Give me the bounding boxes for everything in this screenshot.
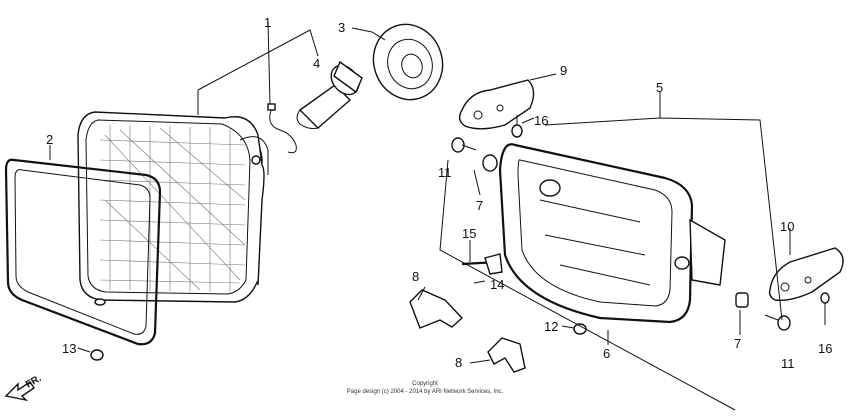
callout-7: 7 (476, 198, 483, 213)
callout-5: 5 (656, 80, 663, 95)
headlight-rim (4, 158, 162, 346)
callout-9: 9 (560, 63, 567, 78)
wire-clip (267, 103, 276, 111)
headlight-case (498, 143, 726, 324)
direction-label: FR. (24, 373, 44, 391)
mount-plate-right (768, 247, 844, 302)
copyright-line-1: Copyright (412, 381, 438, 387)
plate-hole (804, 276, 812, 284)
plate-hole (780, 282, 790, 292)
callout-12: 12 (544, 319, 558, 334)
callout-1: 1 (264, 15, 271, 30)
callout-11: 11 (438, 165, 452, 180)
wire-harness (269, 107, 297, 154)
plate-hole (473, 110, 483, 120)
socket-cover (372, 23, 444, 101)
callout-8: 8 (455, 355, 462, 370)
callout-16: 16 (818, 341, 832, 356)
callout-10: 10 (780, 219, 794, 234)
callout-14: 14 (490, 277, 504, 292)
callout-16: 16 (534, 113, 548, 128)
callout-15: 15 (462, 226, 476, 241)
leader-lines (49, 21, 791, 411)
callout-13: 13 (62, 341, 76, 356)
small-parts (90, 115, 830, 373)
bulb (296, 60, 363, 129)
mount-plate-left (458, 79, 535, 130)
front-direction-arrow: FR. (4, 373, 44, 402)
callout-8: 8 (412, 269, 419, 284)
callout-11: 11 (781, 356, 795, 371)
callout-4: 4 (313, 56, 320, 71)
callout-3: 3 (338, 20, 345, 35)
callout-labels: 1 2 3 4 5 6 7 7 8 8 9 10 11 11 12 13 14 … (46, 15, 832, 371)
copyright-line-2: Page design (c) 2004 - 2014 by ARI Netwo… (347, 389, 504, 395)
callout-2: 2 (46, 132, 53, 147)
lens-grid (99, 125, 246, 292)
callout-7: 7 (734, 336, 741, 351)
plate-hole (496, 104, 504, 112)
callout-6: 6 (603, 346, 610, 361)
headlight-unit (77, 111, 269, 303)
arrow-icon (4, 381, 35, 402)
